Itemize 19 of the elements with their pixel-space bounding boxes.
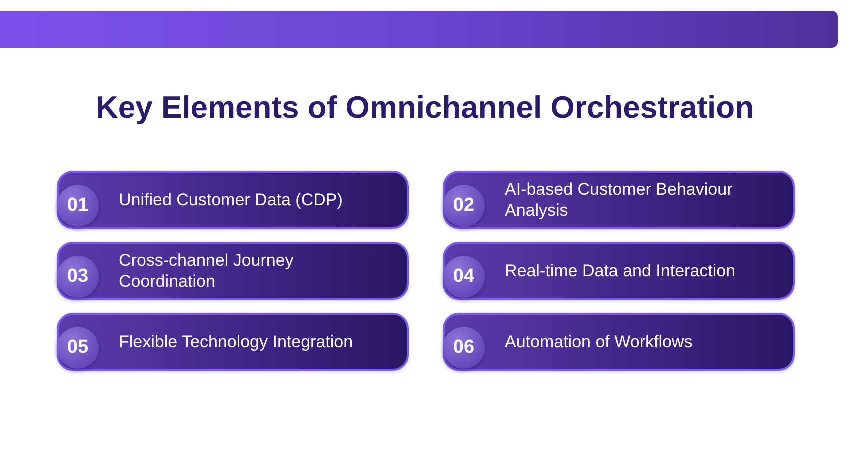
element-label: Cross-channel Journey Coordination — [119, 250, 295, 292]
step-number: 05 — [57, 327, 99, 369]
step-number: 02 — [443, 185, 485, 227]
element-card — [57, 242, 409, 300]
step-number: 03 — [57, 256, 99, 298]
element-label: Flexible Technology Integration — [119, 332, 354, 352]
step-number: 04 — [443, 256, 485, 298]
element-label: Automation of Workflows — [505, 332, 694, 352]
step-number: 01 — [57, 185, 99, 227]
element-label: Real-time Data and Interaction — [505, 260, 737, 282]
element-label: Unified Customer Data (CDP) — [119, 190, 344, 210]
diagram-title: Key Elements of Omnichannel Orchestration — [94, 89, 756, 127]
element-card — [57, 171, 409, 229]
element-card — [443, 242, 795, 300]
element-card — [443, 313, 795, 371]
step-number: 06 — [443, 327, 485, 369]
element-label: AI-based Customer Behaviour Analysis — [505, 179, 734, 221]
element-card — [443, 171, 795, 229]
element-card — [57, 313, 409, 371]
